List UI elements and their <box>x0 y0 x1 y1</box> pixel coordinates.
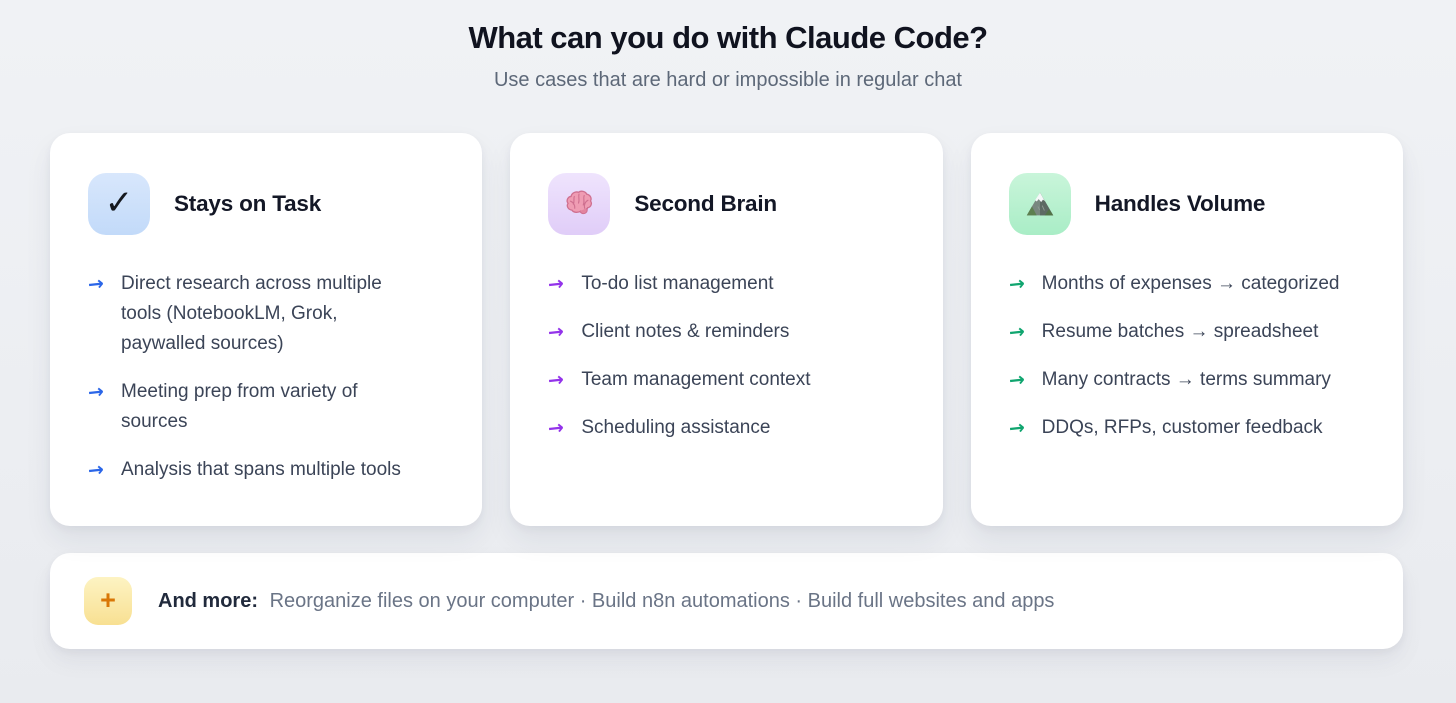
mountain-icon <box>1008 173 1071 235</box>
arrow-right-icon: → <box>1007 320 1026 344</box>
list-item-text: Meeting prep from variety of sources <box>121 381 358 432</box>
card-second-brain: Second Brain → To-do list management → C… <box>510 133 943 526</box>
list-item: → Many contracts → terms summary <box>1007 365 1367 395</box>
arrow-right-icon: → <box>86 458 106 482</box>
check-glyph: ✓ <box>104 183 134 223</box>
list-item: → Resume batches → spreadsheet <box>1007 317 1367 347</box>
card-title: Handles Volume <box>1094 191 1266 216</box>
and-more-prefix: And more: <box>158 590 258 612</box>
arrow-right-icon: → <box>86 380 106 404</box>
arrow-right-icon: → <box>547 320 566 344</box>
list-item-text: Client notes & reminders <box>581 321 790 342</box>
arrow-right-icon: → <box>547 272 566 296</box>
list-item: → To-do list management <box>547 269 906 299</box>
list-item-text: Team management context <box>581 369 811 390</box>
arrow-right-icon: → <box>1007 416 1026 440</box>
list-item-text: Resume batches → spreadsheet <box>1041 321 1319 342</box>
card-bullet-list: → To-do list management → Client notes &… <box>547 269 906 443</box>
brain-icon-graphic <box>566 190 593 215</box>
list-item-text: Many contracts → terms summary <box>1041 369 1331 390</box>
list-item: → Client notes & reminders <box>547 317 906 347</box>
card-header: ✓ Stays on Task <box>88 173 446 235</box>
list-item: → Direct research across multiple tools … <box>86 269 446 359</box>
page-title: What can you do with Claude Code? <box>468 20 988 55</box>
and-more-bar: + And more: Reorganize files on your com… <box>50 553 1403 649</box>
and-more-items: Reorganize files on your computer · Buil… <box>269 590 1055 612</box>
list-item: → Team management context <box>547 365 906 395</box>
list-item-text: Scheduling assistance <box>581 417 771 438</box>
arrow-right-icon: → <box>547 368 566 392</box>
card-handles-volume: Handles Volume → Months of expenses → ca… <box>970 133 1403 526</box>
arrow-right-icon: → <box>1007 272 1026 296</box>
page-subtitle: Use cases that are hard or impossible in… <box>493 69 962 91</box>
card-title: Second Brain <box>634 191 777 216</box>
list-item: → Meeting prep from variety of sources <box>86 377 446 437</box>
and-more-text: And more: Reorganize files on your compu… <box>158 587 1054 615</box>
card-header: Second Brain <box>548 173 906 235</box>
check-icon: ✓ <box>88 173 150 235</box>
list-item-text: Direct research across multiple tools (N… <box>121 273 382 354</box>
list-item-text: Months of expenses → categorized <box>1041 273 1340 294</box>
list-item-text: DDQs, RFPs, customer feedback <box>1041 417 1323 438</box>
list-item: → DDQs, RFPs, customer feedback <box>1007 413 1367 443</box>
list-item: → Months of expenses → categorized <box>1007 269 1367 299</box>
card-bullet-list: → Months of expenses → categorized → Res… <box>1007 269 1367 443</box>
plus-icon: + <box>84 577 132 625</box>
plus-glyph: + <box>100 584 116 615</box>
arrow-right-icon: → <box>547 416 566 440</box>
card-bullet-list: → Direct research across multiple tools … <box>86 269 446 485</box>
arrow-right-icon: → <box>86 272 106 296</box>
brain-icon <box>548 173 611 235</box>
list-item-text: Analysis that spans multiple tools <box>121 459 401 480</box>
card-header: Handles Volume <box>1008 173 1367 235</box>
cards-row: ✓ Stays on Task → Direct research across… <box>50 133 1403 526</box>
arrow-right-icon: → <box>1007 368 1026 392</box>
card-stays-on-task: ✓ Stays on Task → Direct research across… <box>50 133 483 526</box>
card-title: Stays on Task <box>174 191 322 216</box>
list-item-text: To-do list management <box>581 273 774 294</box>
mountain-icon-graphic <box>1026 192 1053 216</box>
list-item: → Analysis that spans multiple tools <box>86 455 446 485</box>
list-item: → Scheduling assistance <box>547 413 906 443</box>
